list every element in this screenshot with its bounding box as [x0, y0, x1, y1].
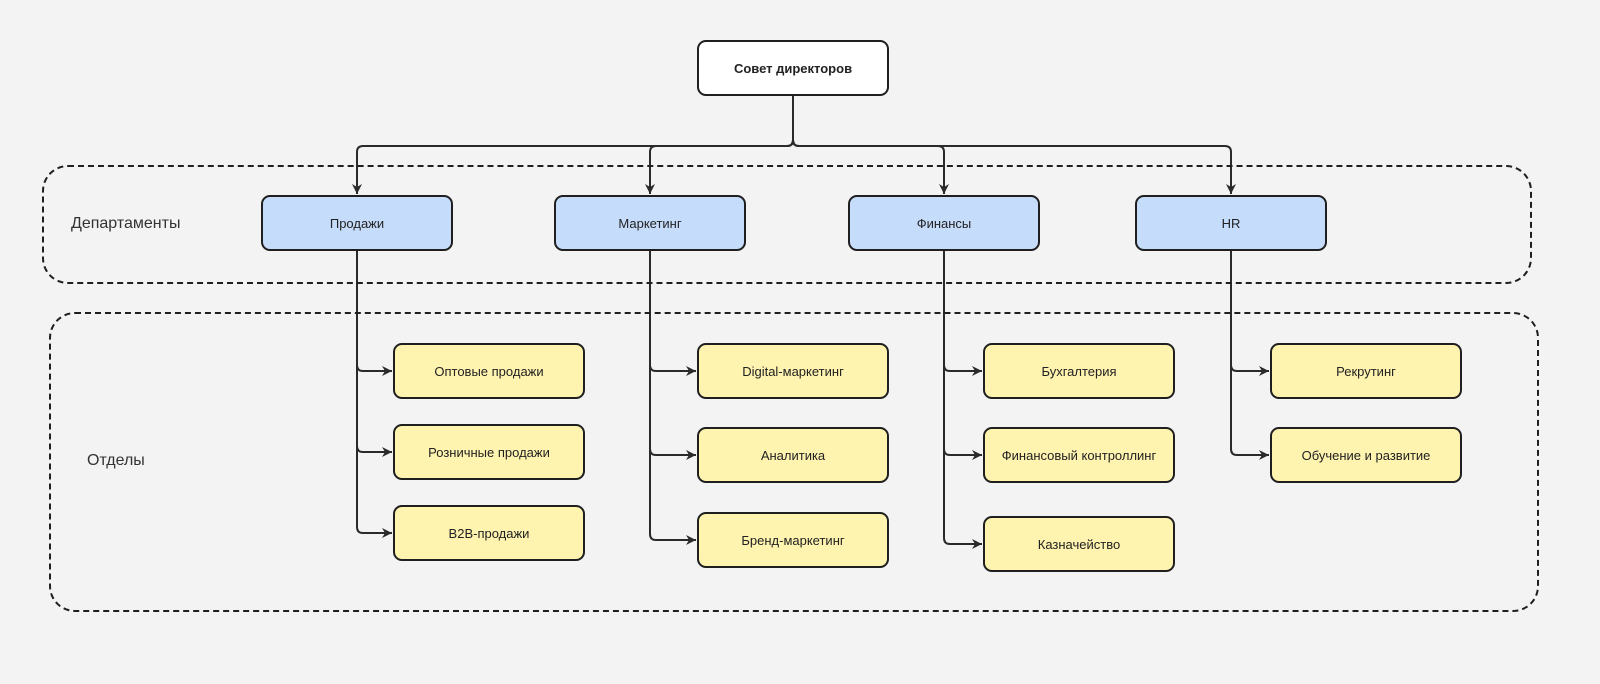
department-to-unit-connector-3-0 [1230, 364, 1269, 376]
unit-brand-marketing[interactable]: Бренд-маркетинг [697, 512, 889, 568]
unit-treasury[interactable]: Казначейство [983, 516, 1175, 572]
department-finance[interactable]: Финансы [848, 195, 1040, 251]
department-to-unit-connector-0-0 [356, 364, 392, 376]
department-hr[interactable]: HR [1135, 195, 1327, 251]
divisions-group-label: Отделы [87, 452, 145, 469]
department-to-unit-connector-2-0 [943, 364, 982, 376]
department-to-unit-connector-2-2 [943, 537, 982, 549]
divisions-group [49, 312, 1539, 612]
root-to-department-connector-1 [645, 139, 794, 194]
unit-accounting[interactable]: Бухгалтерия [983, 343, 1175, 399]
unit-retail-sales[interactable]: Розничные продажи [393, 424, 585, 480]
department-sales[interactable]: Продажи [261, 195, 453, 251]
unit-b2b-sales[interactable]: B2B-продажи [393, 505, 585, 561]
department-to-unit-connector-0-2 [356, 526, 392, 538]
department-to-unit-connector-0-1 [356, 445, 392, 457]
department-marketing[interactable]: Маркетинг [554, 195, 746, 251]
root-to-department-connector-3 [792, 139, 1236, 194]
unit-recruiting[interactable]: Рекрутинг [1270, 343, 1462, 399]
departments-group [42, 165, 1532, 284]
department-to-unit-connector-1-0 [649, 364, 696, 376]
unit-digital-marketing[interactable]: Digital-маркетинг [697, 343, 889, 399]
unit-wholesale-sales[interactable]: Оптовые продажи [393, 343, 585, 399]
department-to-unit-connector-2-1 [943, 448, 982, 460]
departments-group-label: Департаменты [71, 215, 181, 232]
unit-training-development[interactable]: Обучение и развитие [1270, 427, 1462, 483]
board-of-directors-node[interactable]: Совет директоров [697, 40, 889, 96]
department-to-unit-connector-3-1 [1230, 448, 1269, 460]
unit-analytics[interactable]: Аналитика [697, 427, 889, 483]
department-to-unit-connector-1-2 [649, 533, 696, 545]
unit-financial-controlling[interactable]: Финансовый контроллинг [983, 427, 1175, 483]
department-to-unit-connector-1-1 [649, 448, 696, 460]
